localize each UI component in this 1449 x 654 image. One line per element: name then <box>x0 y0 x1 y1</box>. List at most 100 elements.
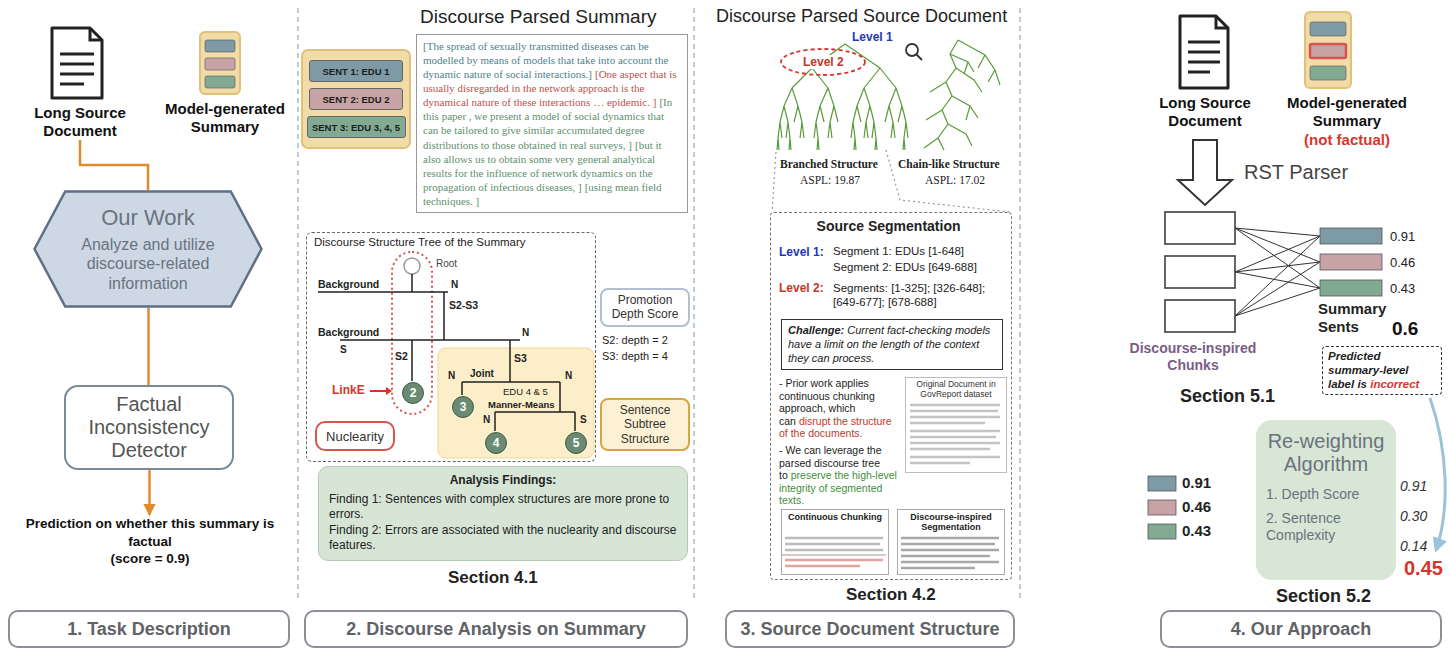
chunk-sentence-links <box>1235 228 1320 316</box>
magnifier-handle <box>916 54 922 60</box>
node-text: (not factual) <box>1282 131 1412 149</box>
level-label: Level 1 <box>852 30 893 44</box>
nuclearity-mark: S <box>580 414 587 426</box>
final-score: 0.45 <box>1404 556 1443 580</box>
node-text: SENT 2: EDU 2 <box>322 94 389 105</box>
segment-text-lines <box>901 538 999 568</box>
node-text: Segment 2: EDUs [649-688] <box>833 261 977 273</box>
relation-label: Joint <box>470 368 494 380</box>
subtree-box: Sentence Subtree Structure <box>600 398 690 451</box>
chunks-label: Discourse-inspired Chunks <box>1128 340 1258 374</box>
hexagon <box>35 192 262 307</box>
text-block: Segment 2: EDUs [649-688] <box>833 261 980 273</box>
edu-circle: 4 <box>485 432 507 454</box>
node-text: Discourse Structure Tree of the Summary <box>314 236 588 248</box>
node-text: SENT 3: EDU 3, 4, 5 <box>312 122 400 133</box>
link-label: LinkE <box>332 383 365 397</box>
document-lines <box>60 54 94 84</box>
node-text: Level 2: <box>779 281 824 295</box>
nuclearity-mark: N <box>565 370 572 382</box>
tree-metric: ASPL: 17.02 <box>925 174 985 188</box>
section-label: Section 4.1 <box>448 568 538 588</box>
chunk-text-lines <box>785 538 883 550</box>
hexagon-node: Our WorkAnalyze and utilize discourse-re… <box>33 190 263 308</box>
node-text: 3 <box>460 400 467 414</box>
chunking-box: Continuous Chunking <box>781 509 889 575</box>
aggregate-score: 0.6 <box>1392 318 1418 341</box>
nuclearity-mark: N <box>448 370 455 382</box>
section-label: Section 4.2 <box>846 585 936 605</box>
parser-label: RST Parser <box>1244 160 1348 184</box>
nuclearity-mark: N <box>483 414 490 426</box>
node-text: Model-generated Summary <box>1282 94 1412 130</box>
text-block: - Prior work applies continuous chunking… <box>779 377 903 440</box>
span-label: EDU 4 & 5 <box>503 386 548 397</box>
weight-value: 0.30 <box>1400 508 1427 525</box>
weight-value: 0.14 <box>1400 538 1427 555</box>
section-tab: 4. Our Approach <box>1160 610 1442 648</box>
text-block: Source Segmentation <box>771 218 1010 234</box>
node-text: Finding 2: Errors are associated with th… <box>329 523 677 554</box>
score-value: 0.43 <box>1390 281 1415 297</box>
sentence-bar <box>1320 228 1382 244</box>
chain-tree <box>924 40 1000 150</box>
node-text: Challenge: <box>788 324 844 336</box>
root-circle <box>404 258 420 274</box>
node-text: (score = 0.9) <box>15 550 285 568</box>
summary-icon <box>200 32 240 94</box>
document-node: Long Source Document <box>10 104 150 140</box>
sentence-bar <box>1320 254 1382 270</box>
nuclearity-mark: S <box>340 344 347 356</box>
hollow-arrow <box>1178 140 1232 205</box>
nuclearity-mark: N <box>522 327 529 339</box>
depth-score-box: Promotion Depth Score <box>600 288 690 327</box>
span-label: S2-S3 <box>449 299 478 312</box>
connector <box>148 470 151 515</box>
chunk-box <box>1165 300 1235 332</box>
node-text: Source Segmentation <box>817 218 961 234</box>
weight-value: 0.91 <box>1400 478 1427 495</box>
sentence-bar: SENT 2: EDU 2 <box>309 88 403 110</box>
span-label: S3 <box>514 352 527 365</box>
prediction-text: Prediction on whether this summary is fa… <box>15 515 285 568</box>
score-value: 0.46 <box>1390 255 1415 271</box>
discourse-tree-lines <box>318 274 575 431</box>
node-text: Promotion Depth Score <box>606 293 684 322</box>
relation-label: Background <box>318 278 379 291</box>
text-block: Segment 1: EDUs [1-648] <box>833 245 967 257</box>
panel-title: Discourse Parsed Summary <box>420 6 657 29</box>
node-text: Sentence Subtree Structure <box>606 403 684 446</box>
node-text: Long Source Document <box>1140 94 1270 130</box>
relation-label: Background <box>318 326 379 339</box>
score-value: 0.91 <box>1182 474 1211 492</box>
chunk-text-lines <box>785 560 883 566</box>
node-text: Long Source Document <box>10 104 150 140</box>
node-text: 1. Task Description <box>67 619 231 640</box>
section-tab: 3. Source Document Structure <box>725 610 1015 648</box>
nuclearity-mark: N <box>451 279 458 291</box>
sentence-bar-icon <box>205 40 235 52</box>
node-text: Original Document in GovReport dataset <box>910 380 1002 400</box>
summary-text-box: [The spread of sexually transmitted dise… <box>416 34 688 213</box>
sentence-bar-icon <box>1310 66 1346 80</box>
node-text: Level 1: <box>779 245 824 259</box>
node-text: 2 <box>410 386 417 400</box>
document-icon <box>1180 16 1228 88</box>
node-text: Nuclearity <box>326 429 384 444</box>
tree-caption: Chain-like Structure <box>898 158 1000 172</box>
reweighting-box: Re-weighting Algorithm1. Depth Score2. S… <box>1256 420 1396 580</box>
panel-divider <box>297 8 299 600</box>
document-node: Long Source Document <box>1140 94 1270 130</box>
sentence-bar <box>1148 476 1176 491</box>
chunk-divider <box>782 555 886 556</box>
text-block: - We can leverage the parsed discourse t… <box>779 444 903 507</box>
relation-label: Manner-Means <box>488 399 555 410</box>
challenge-box: Challenge:Current fact-checking models h… <box>781 319 1003 370</box>
node-text: preserve the high-level integrity of seg… <box>779 469 897 506</box>
depth-value: S2: depth = 2 <box>602 334 668 347</box>
document-fold <box>90 28 102 40</box>
linke-arrow-head <box>386 387 392 395</box>
edu-circle: 3 <box>452 396 474 418</box>
document-fold <box>1216 16 1228 28</box>
